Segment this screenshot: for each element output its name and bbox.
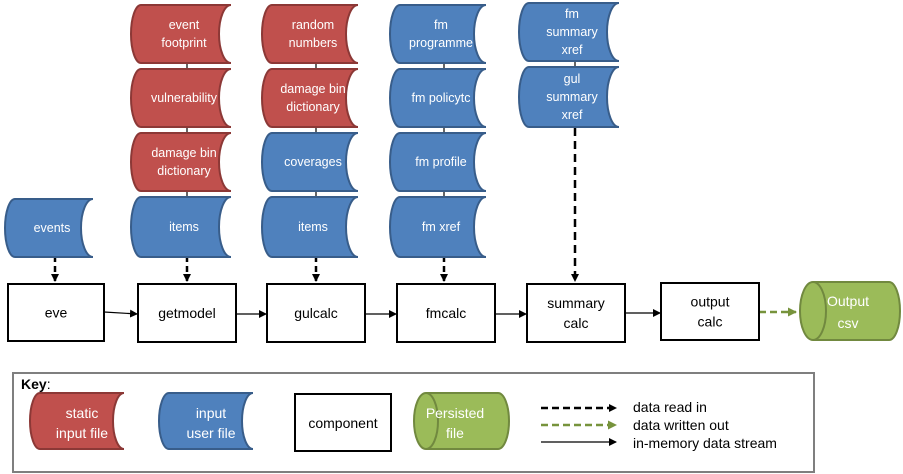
key-component-label: component xyxy=(308,415,377,431)
component-label-line: gulcalc xyxy=(294,305,338,321)
stream-arrow-eve-getmodel xyxy=(103,309,138,318)
key-written-out-label: data written out xyxy=(633,417,729,433)
component-label-line: calc xyxy=(564,315,589,331)
file-shape xyxy=(389,132,487,192)
file-label-line: event xyxy=(169,18,200,32)
file-label-line: summary xyxy=(546,90,598,104)
output-csv-file: Output csv xyxy=(799,281,901,341)
file-label-line: footprint xyxy=(161,36,207,50)
component-label-line: eve xyxy=(45,305,68,321)
file-shape xyxy=(130,196,232,258)
component-box xyxy=(526,283,626,343)
component-gulcalc: gulcalc xyxy=(266,283,366,343)
file-gul-summary-xref: gul summary xref xyxy=(518,66,620,128)
component-label-line: summary xyxy=(547,295,605,311)
file-label-line: vulnerability xyxy=(151,91,218,105)
file-coverages: coverages xyxy=(261,132,359,192)
file-shape xyxy=(518,2,620,62)
file-label-line: gul xyxy=(564,72,581,86)
component-label-line: getmodel xyxy=(158,305,216,321)
output-csv-label-line1: Output xyxy=(827,293,869,309)
key-title-colon: : xyxy=(47,376,51,392)
file-damage-bin-dictionary-2: damage bin dictionary xyxy=(261,68,359,128)
key-persisted-label-line1: Persisted xyxy=(426,405,484,421)
key-persisted-file: Persisted file xyxy=(413,392,510,450)
key-static-label-line1: static xyxy=(66,405,99,421)
component-box xyxy=(137,283,237,343)
component-box xyxy=(660,282,760,341)
key-persisted-label-line2: file xyxy=(446,425,464,441)
file-items-1: items xyxy=(130,196,232,258)
file-event-footprint: event footprint xyxy=(130,4,232,64)
component-label-line: calc xyxy=(698,314,723,330)
key-static-input-file: static input file xyxy=(29,392,125,450)
file-shape xyxy=(518,66,620,128)
file-label-line: random xyxy=(292,18,334,32)
component-box xyxy=(396,283,496,343)
file-label-line: fm profile xyxy=(415,155,466,169)
output-csv-label-line2: csv xyxy=(838,315,859,331)
file-vulnerability: vulnerability xyxy=(130,68,232,128)
file-label-line: dictionary xyxy=(157,164,211,178)
file-shape xyxy=(261,4,359,64)
key-panel: Key: static input file input user file c… xyxy=(12,372,815,473)
file-label-line: items xyxy=(298,220,328,234)
component-getmodel: getmodel xyxy=(137,283,237,343)
file-fm-xref: fm xref xyxy=(389,196,487,258)
file-label-line: dictionary xyxy=(286,100,340,114)
component-label-line: output xyxy=(691,294,730,310)
file-label-line: fm xyxy=(434,18,448,32)
file-shape xyxy=(130,132,232,192)
file-shape xyxy=(130,68,232,128)
component-output-calc: output calc xyxy=(660,282,760,341)
component-label-line: fmcalc xyxy=(426,305,466,321)
key-static-label-line2: input file xyxy=(56,425,108,441)
key-read-in-label: data read in xyxy=(633,399,707,415)
file-shape xyxy=(389,196,487,258)
file-shape xyxy=(389,68,487,128)
file-label-line: fm policytc xyxy=(411,91,470,105)
file-shape xyxy=(261,132,359,192)
file-label-line: xref xyxy=(562,43,583,57)
key-user-label-line2: user file xyxy=(186,425,235,441)
key-border xyxy=(12,372,815,473)
file-label-line: programme xyxy=(409,36,473,50)
file-fm-summary-xref: fm summary xref xyxy=(518,2,620,62)
file-shape xyxy=(130,4,232,64)
component-summary-calc: summary calc xyxy=(526,283,626,343)
key-input-user-file: input user file xyxy=(158,392,254,450)
file-label-line: fm xyxy=(565,7,579,21)
file-shape xyxy=(4,198,94,258)
file-fm-profile: fm profile xyxy=(389,132,487,192)
component-box xyxy=(7,283,105,342)
file-label-line: numbers xyxy=(289,36,338,50)
file-label-line: summary xyxy=(546,25,598,39)
key-component: component xyxy=(294,393,392,452)
file-label-line: coverages xyxy=(284,155,342,169)
file-shape xyxy=(389,4,487,64)
file-items-2: items xyxy=(261,196,359,258)
file-fm-programme: fm programme xyxy=(389,4,487,64)
file-random-numbers: random numbers xyxy=(261,4,359,64)
key-title: Key: xyxy=(21,376,51,392)
file-fm-policytc: fm policytc xyxy=(389,68,487,128)
file-label-line: events xyxy=(34,221,71,235)
component-eve: eve xyxy=(7,283,105,342)
file-label-line: damage bin xyxy=(151,146,216,160)
file-label-line: items xyxy=(169,220,199,234)
file-label-line: fm xref xyxy=(422,220,461,234)
file-shape xyxy=(261,68,359,128)
file-label-line: xref xyxy=(562,108,583,122)
file-shape xyxy=(261,196,359,258)
key-stream-label: in-memory data stream xyxy=(633,435,777,451)
file-label-line: damage bin xyxy=(280,82,345,96)
component-fmcalc: fmcalc xyxy=(396,283,496,343)
file-damage-bin-dictionary-1: damage bin dictionary xyxy=(130,132,232,192)
key-user-label-line1: input xyxy=(196,405,226,421)
key-title-text: Key xyxy=(21,376,47,392)
component-box xyxy=(266,283,366,343)
file-events: events xyxy=(4,198,94,258)
